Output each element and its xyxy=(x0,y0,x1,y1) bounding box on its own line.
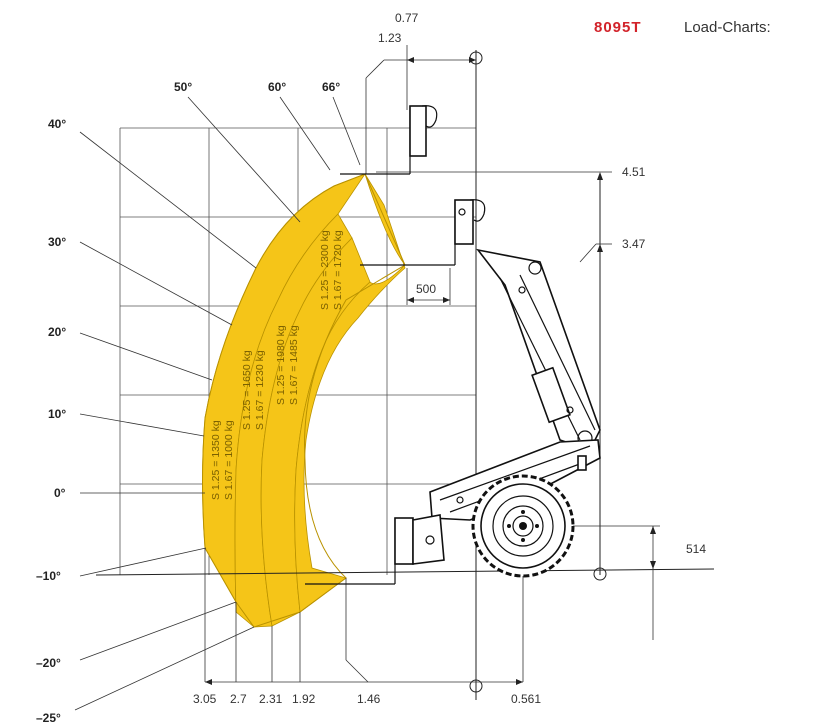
model-name: 8095T xyxy=(594,19,642,36)
dim-500: 500 xyxy=(416,282,436,296)
dim-1-46: 1.46 xyxy=(357,692,381,706)
dim-2-7: 2.7 xyxy=(230,692,247,706)
angle-leaders xyxy=(74,96,361,711)
angle-label-0: 0° xyxy=(54,486,66,500)
top-dimensions: 0.77 1.23 xyxy=(365,11,476,174)
zone-labels: S 1.25 = 1350 kg S 1.67 = 1000 kg S 1.25… xyxy=(210,230,344,500)
zone-4-line2: S 1.67 = 1720 kg xyxy=(332,230,344,310)
angle-label-60: 60° xyxy=(268,80,286,94)
dim-0-561: 0.561 xyxy=(511,692,541,706)
dim-514: 514 xyxy=(686,542,706,556)
load-zones xyxy=(202,173,406,628)
zone-3-line2: S 1.67 = 1485 kg xyxy=(288,325,300,405)
bottom-dimensions: 3.05 2.7 2.31 1.92 1.46 0.561 xyxy=(193,548,541,706)
zone-4-line1: S 1.25 = 2300 kg xyxy=(319,230,331,310)
angle-label-40: 40° xyxy=(48,117,66,131)
boom xyxy=(476,248,601,451)
dim-2-31: 2.31 xyxy=(259,692,283,706)
chart-title: Load-Charts: xyxy=(684,19,771,36)
telehandler-machine xyxy=(305,105,601,585)
fork-dimension: 500 xyxy=(406,268,451,305)
angle-label-30: 30° xyxy=(48,235,66,249)
angle-labels: 50° 60° 66° 40° 30° 20° 10° 0° –10° –20°… xyxy=(36,80,340,725)
angle-label-66: 66° xyxy=(322,80,340,94)
fork-carriage-mid xyxy=(360,199,486,266)
wheel xyxy=(471,474,575,578)
zone-1-line2: S 1.67 = 1000 kg xyxy=(223,420,235,500)
dim-1-23: 1.23 xyxy=(378,31,402,45)
zone-2-line2: S 1.67 = 1230 kg xyxy=(254,350,266,430)
fork-carriage-low xyxy=(305,514,445,585)
angle-label-minus10: –10° xyxy=(36,569,61,583)
angle-label-50: 50° xyxy=(174,80,192,94)
angle-label-minus25: –25° xyxy=(36,711,61,725)
reference-lines xyxy=(95,50,715,700)
dim-0-77: 0.77 xyxy=(395,11,419,25)
right-dimensions: 4.51 3.47 514 xyxy=(376,165,706,640)
angle-label-10: 10° xyxy=(48,407,66,421)
load-zone-4 xyxy=(294,173,406,613)
dim-1-92: 1.92 xyxy=(292,692,316,706)
chart-header: 8095T Load-Charts: xyxy=(594,19,771,36)
dim-3-05: 3.05 xyxy=(193,692,217,706)
dim-4-51: 4.51 xyxy=(622,165,646,179)
angle-label-minus20: –20° xyxy=(36,656,61,670)
dim-3-47: 3.47 xyxy=(622,237,646,251)
zone-2-line1: S 1.25 = 1650 kg xyxy=(241,350,253,430)
fork-carriage-top xyxy=(340,105,438,175)
zone-1-line1: S 1.25 = 1350 kg xyxy=(210,420,222,500)
zone-3-line1: S 1.25 = 1980 kg xyxy=(275,325,287,405)
angle-label-20: 20° xyxy=(48,325,66,339)
